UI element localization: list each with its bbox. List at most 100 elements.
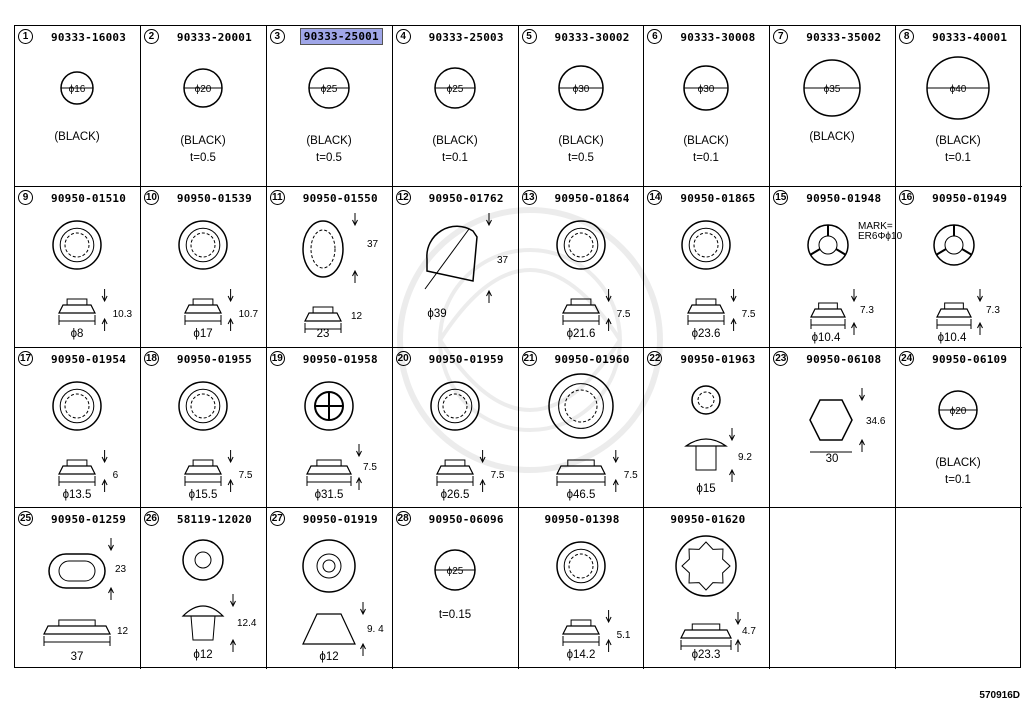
dim-label: ϕ10.4 (812, 332, 841, 344)
dim-label: ϕ25 (446, 566, 463, 577)
dim-label: (BLACK) (180, 135, 226, 147)
part-illustration: ϕ20(BLACK)t=0.1 (935, 389, 981, 486)
part-number[interactable]: 90333-30002 (554, 31, 630, 44)
dim-label: (BLACK) (684, 135, 730, 147)
dim-label: t=0.1 (945, 474, 971, 486)
part-number[interactable]: 90333-16003 (51, 31, 127, 44)
grommet-top-view (681, 220, 732, 270)
part-number[interactable]: 90950-01864 (554, 191, 630, 205)
part-number[interactable]: 90950-01259 (51, 513, 127, 527)
oval-grommet-top-view (48, 553, 106, 589)
part-number[interactable]: 90950-01398 (544, 513, 620, 527)
part-number[interactable]: 90950-01865 (680, 191, 756, 205)
part-illustration: 10.3ϕ8 (52, 220, 133, 340)
part-number[interactable]: 90333-30008 (680, 31, 756, 44)
dim-label: (BLACK) (810, 131, 856, 143)
part-number[interactable]: 90950-01762 (428, 191, 504, 205)
dim-label: ϕ15.5 (188, 489, 217, 501)
part-number[interactable]: 90950-01539 (176, 191, 252, 205)
dim-label: ϕ17 (193, 328, 212, 340)
part-number[interactable]: 90950-01955 (176, 352, 252, 366)
part-number[interactable]: 58119-12020 (176, 513, 252, 527)
grommet-top-view (52, 380, 102, 431)
part-illustration: ϕ25(BLACK)t=0.1 (432, 67, 477, 164)
dim-label: 12 (117, 626, 129, 637)
grommet-top-view (547, 372, 614, 439)
part-illustration: ϕ16(BLACK) (54, 71, 100, 143)
part-number[interactable]: 90950-01959 (428, 352, 504, 366)
part-number[interactable]: 90950-01958 (302, 352, 378, 366)
dim-label: ϕ46.5 (566, 489, 595, 501)
callout-number: 23 (773, 350, 789, 366)
part-number[interactable]: 90333-40001 (932, 31, 1008, 44)
dim-label: 7.5 (623, 470, 637, 481)
callout-number: 13 (521, 189, 537, 205)
grommet-top-view (555, 541, 606, 591)
dim-label: 23 (316, 328, 329, 340)
dim-label: 4.7 (742, 626, 756, 637)
dim-label: 12.4 (237, 618, 257, 629)
dim-label: t=0.15 (438, 609, 470, 621)
oval-grommet-top-view (302, 220, 344, 278)
part-number[interactable]: 90950-01919 (302, 513, 378, 527)
part-number[interactable]: 90950-01954 (51, 352, 127, 366)
part-number[interactable]: 90950-01960 (554, 352, 630, 366)
part-number[interactable]: 90950-01948 (806, 191, 882, 205)
callout-number: 1 (18, 29, 33, 44)
dim-label: ϕ13.5 (63, 489, 92, 501)
part-number[interactable]: 90333-25003 (428, 31, 504, 44)
part-number[interactable]: 90333-35002 (806, 31, 882, 44)
part-number[interactable]: 90333-20001 (176, 31, 252, 44)
part-number[interactable]: 90950-01550 (302, 191, 378, 205)
dim-label: ϕ12 (193, 649, 212, 661)
dim-label: 34.6 (866, 416, 886, 427)
part-number[interactable]: 90950-06109 (932, 352, 1008, 366)
dim-label: ϕ39 (427, 308, 446, 320)
plug-top-view (691, 384, 722, 415)
part-number[interactable]: 90950-01949 (932, 191, 1008, 205)
part-number[interactable]: 90950-01620 (670, 513, 746, 527)
part-number[interactable]: 90950-01510 (51, 191, 127, 205)
part-number[interactable]: 90950-06096 (428, 513, 504, 527)
dim-label: t=0.5 (316, 152, 342, 164)
part-cell-90333-16003[interactable]: 1 90333-16003 ϕ16(BLACK) (15, 26, 141, 187)
part-number[interactable]: 90333-25001 (299, 28, 383, 45)
part-number[interactable]: 90950-01963 (680, 352, 756, 366)
dim-label: 9. 4 (367, 624, 384, 635)
part-number[interactable]: 90950-06108 (806, 352, 882, 366)
